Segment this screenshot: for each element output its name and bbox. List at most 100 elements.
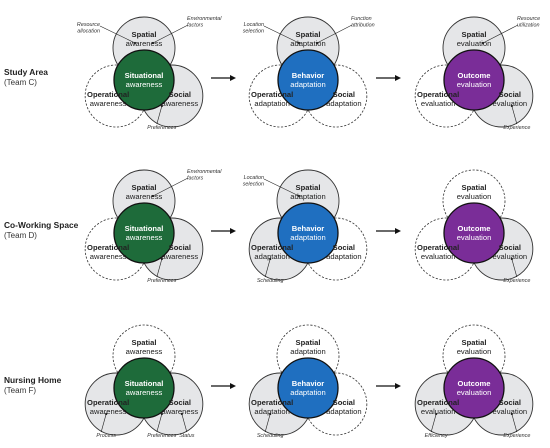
left-petal-label: Operational — [87, 243, 129, 252]
annotation-leader-line — [152, 24, 189, 44]
annotation-text: Location — [244, 175, 264, 181]
annotation-leader-line — [316, 24, 353, 44]
core-sublabel: awareness — [126, 80, 163, 89]
annotation-dot — [160, 104, 163, 108]
left-petal-sublabel: evaluation — [421, 407, 456, 416]
left-petal-label: Operational — [251, 90, 293, 99]
annotation-dot — [435, 412, 438, 416]
annotation-leader-line — [156, 413, 163, 433]
left-petal-sublabel: evaluation — [421, 252, 456, 261]
flow-arrow-head — [230, 383, 236, 389]
top-petal-label: Spatial — [462, 183, 487, 192]
annotation-text: Experience — [503, 125, 530, 131]
annotation-text: Experience — [503, 278, 530, 284]
annotation-text: Process — [96, 433, 116, 439]
row-3: Nursing Home(Team F)Situationalawareness… — [4, 324, 534, 439]
annotation-text: Environmental — [187, 16, 222, 22]
annotation-text: Resource — [517, 16, 540, 22]
annotation-text: Scheduling — [257, 278, 284, 284]
annotation: Scheduling — [257, 257, 284, 284]
panel-behavior: BehavioradaptationSpatialadaptationOpera… — [248, 324, 368, 439]
right-petal-label: Social — [499, 90, 521, 99]
annotation-text: Scheduling — [257, 433, 284, 439]
annotation: Process — [96, 412, 116, 439]
row-title: Study Area — [4, 67, 48, 77]
core-sublabel: adaptation — [290, 233, 325, 242]
annotation-text: Efficiency — [425, 433, 448, 439]
annotation-text: Preferences — [147, 278, 176, 284]
annotation-text: Preferences — [147, 433, 176, 439]
annotation-text: utilization — [517, 22, 539, 28]
core-sublabel: evaluation — [457, 388, 492, 397]
core-label: Behavior — [292, 71, 325, 80]
core-circle-situational — [113, 202, 175, 264]
annotation-dot — [105, 412, 108, 416]
core-circle-behavior — [277, 357, 339, 419]
annotation-leader-line — [99, 25, 136, 44]
right-petal-label: Social — [169, 90, 191, 99]
left-petal-label: Operational — [417, 90, 459, 99]
annotation-leader-line — [263, 178, 300, 197]
annotation-dot — [510, 104, 513, 108]
annotation-dot — [510, 412, 513, 416]
right-petal-sublabel: evaluation — [493, 252, 528, 261]
annotation-leader-line — [482, 24, 519, 44]
annotation-text: Resource — [77, 22, 100, 28]
core-sublabel: evaluation — [457, 233, 492, 242]
annotation-dot — [269, 257, 272, 261]
core-sublabel: evaluation — [457, 80, 492, 89]
left-petal-sublabel: adaptation — [254, 407, 289, 416]
annotation: Experience — [503, 412, 530, 439]
top-petal-label: Spatial — [296, 338, 321, 347]
annotation-text: Environmental — [187, 169, 222, 175]
top-petal-label: Spatial — [296, 30, 321, 39]
row-subtitle: (Team C) — [4, 78, 37, 87]
annotation-leader-line — [264, 258, 271, 278]
annotation-leader-line — [156, 105, 163, 125]
top-petal-label: Spatial — [132, 183, 157, 192]
top-petal-label: Spatial — [132, 30, 157, 39]
flow-arrow-head — [395, 228, 401, 234]
top-petal-label: Spatial — [462, 338, 487, 347]
right-petal-sublabel: awareness — [161, 99, 198, 108]
annotation-text: attribution — [351, 22, 375, 28]
annotation-leader-line — [430, 413, 437, 433]
annotation-dot — [269, 412, 272, 416]
flow-arrow-head — [395, 383, 401, 389]
right-petal-sublabel: adaptation — [326, 407, 361, 416]
annotation: Preferences — [147, 104, 177, 131]
annotation: Experience — [503, 257, 530, 284]
right-petal-label: Social — [499, 243, 521, 252]
core-circle-outcome — [443, 49, 505, 111]
annotation-dot — [160, 257, 163, 261]
top-petal-sublabel: awareness — [126, 39, 163, 48]
annotation: Preferences — [147, 412, 177, 439]
core-label: Behavior — [292, 224, 325, 233]
annotation-dot — [297, 41, 301, 45]
annotation-leader-line — [152, 177, 189, 197]
core-circle-situational — [113, 357, 175, 419]
annotation-text: allocation — [77, 28, 100, 34]
row-2: Co-Working Space(Team D)Situationalaware… — [4, 169, 534, 284]
annotation-leader-line — [263, 25, 300, 44]
annotation-dot — [315, 41, 319, 45]
core-label: Situational — [125, 224, 164, 233]
annotation: Preferences — [147, 257, 177, 284]
top-petal-sublabel: awareness — [126, 192, 163, 201]
left-petal-sublabel: awareness — [90, 407, 127, 416]
top-petal-sublabel: evaluation — [457, 347, 492, 356]
annotation: Scheduling — [257, 412, 284, 439]
left-petal-label: Operational — [251, 398, 293, 407]
annotation-text: factors — [187, 22, 203, 28]
top-petal-sublabel: adaptation — [290, 192, 325, 201]
panel-situational: SituationalawarenessSpatialawarenessOper… — [84, 324, 204, 439]
row-title: Co-Working Space — [4, 220, 79, 230]
left-petal-label: Operational — [251, 243, 293, 252]
